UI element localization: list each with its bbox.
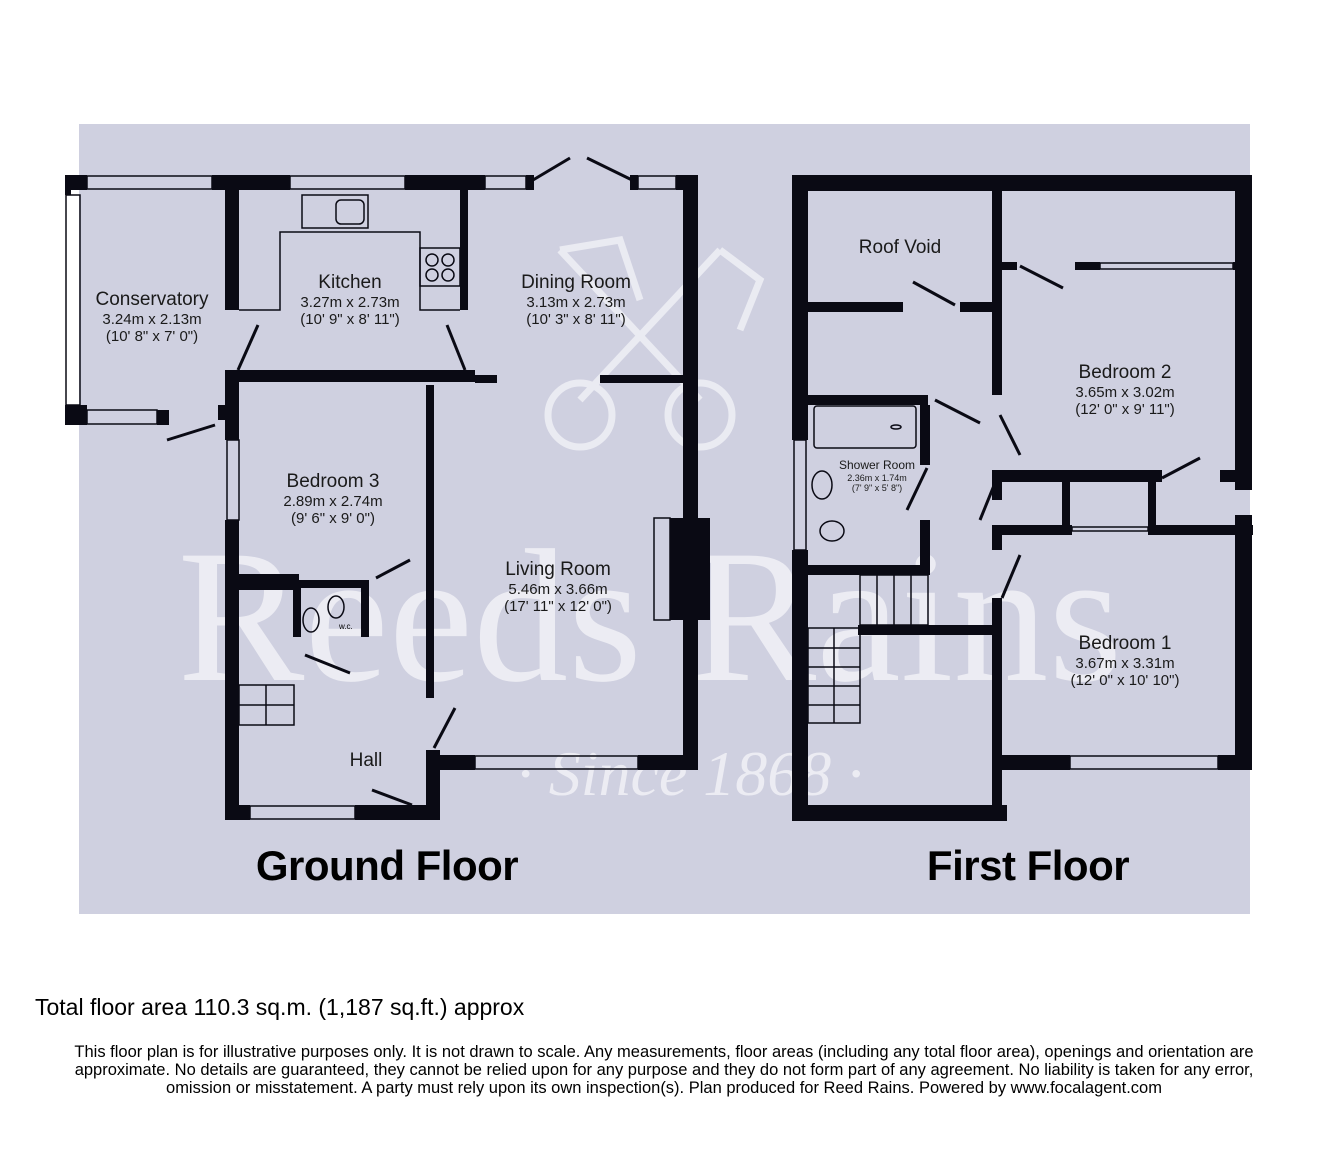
total-floor-area: Total floor area 110.3 sq.m. (1,187 sq.f…: [35, 994, 525, 1020]
fixtures-ground-floor: [65, 175, 677, 820]
room-metric: 3.24m x 2.13m: [102, 310, 202, 328]
ground-floor-title: Ground Floor: [255, 842, 519, 889]
room-imperial: (10' 3" x 8' 11"): [526, 311, 626, 329]
room-hall: Hall: [350, 750, 383, 772]
room-name: Roof Void: [858, 237, 942, 258]
room-imperial: (12' 0" x 9' 11"): [1075, 401, 1175, 419]
doors-ground-floor: [166, 156, 633, 807]
room-bedroom-3: Bedroom 3 2.89m x 2.74m (9' 6" x 9' 0"): [283, 471, 382, 527]
room-metric: 2.89m x 2.74m: [283, 492, 383, 510]
room-imperial: (7' 9" x 5' 8"): [851, 483, 903, 494]
fixtures-first-floor: [793, 262, 1234, 770]
room-dining-room: Dining Room 3.13m x 2.73m (10' 3" x 8' 1…: [521, 272, 631, 328]
wc-label: w.c.: [339, 622, 353, 631]
room-name: Living Room: [505, 559, 611, 580]
room-name: Dining Room: [521, 272, 631, 293]
room-name: Bedroom 3: [286, 471, 380, 492]
room-metric: 3.13m x 2.73m: [526, 293, 626, 311]
room-metric: 3.65m x 3.02m: [1075, 383, 1175, 401]
watermark-brand: Reeds Rains: [178, 512, 1123, 722]
room-bedroom-2: Bedroom 2 3.65m x 3.02m (12' 0" x 9' 11"…: [1075, 362, 1174, 418]
walls-first-floor: [792, 175, 1253, 821]
room-name: Shower Room: [838, 458, 916, 472]
room-imperial: (17' 11" x 12' 0"): [504, 598, 612, 616]
room-living-room: Living Room 5.46m x 3.66m (17' 11" x 12'…: [504, 559, 612, 615]
room-metric: 2.36m x 1.74m: [847, 472, 907, 483]
room-imperial: (10' 8" x 7' 0"): [105, 328, 199, 346]
walls-ground-floor: [65, 175, 710, 820]
room-name: Kitchen: [318, 272, 382, 293]
room-name: Conservatory: [95, 289, 209, 310]
room-name: Bedroom 1: [1078, 633, 1172, 654]
room-kitchen: Kitchen 3.27m x 2.73m (10' 9" x 8' 11"): [300, 272, 399, 328]
first-floor-title: First Floor: [926, 842, 1130, 889]
room-roof-void: Roof Void: [859, 237, 941, 259]
doors-first-floor: [905, 264, 1201, 599]
room-bedroom-1: Bedroom 1 3.67m x 3.31m (12' 0" x 10' 10…: [1071, 633, 1180, 689]
room-shower-room: Shower Room 2.36m x 1.74m (7' 9" x 5' 8"…: [838, 458, 916, 494]
room-name: Hall: [349, 750, 383, 771]
room-imperial: (10' 9" x 8' 11"): [300, 311, 400, 329]
room-imperial: (9' 6" x 9' 0"): [291, 510, 375, 528]
room-imperial: (12' 0" x 10' 10"): [1070, 672, 1180, 690]
room-metric: 5.46m x 3.66m: [508, 580, 608, 598]
room-metric: 3.27m x 2.73m: [300, 293, 400, 311]
room-metric: 3.67m x 3.31m: [1075, 654, 1175, 672]
room-conservatory: Conservatory 3.24m x 2.13m (10' 8" x 7' …: [96, 289, 209, 345]
room-name: Bedroom 2: [1078, 362, 1172, 383]
disclaimer-text: This floor plan is for illustrative purp…: [74, 1043, 1254, 1097]
